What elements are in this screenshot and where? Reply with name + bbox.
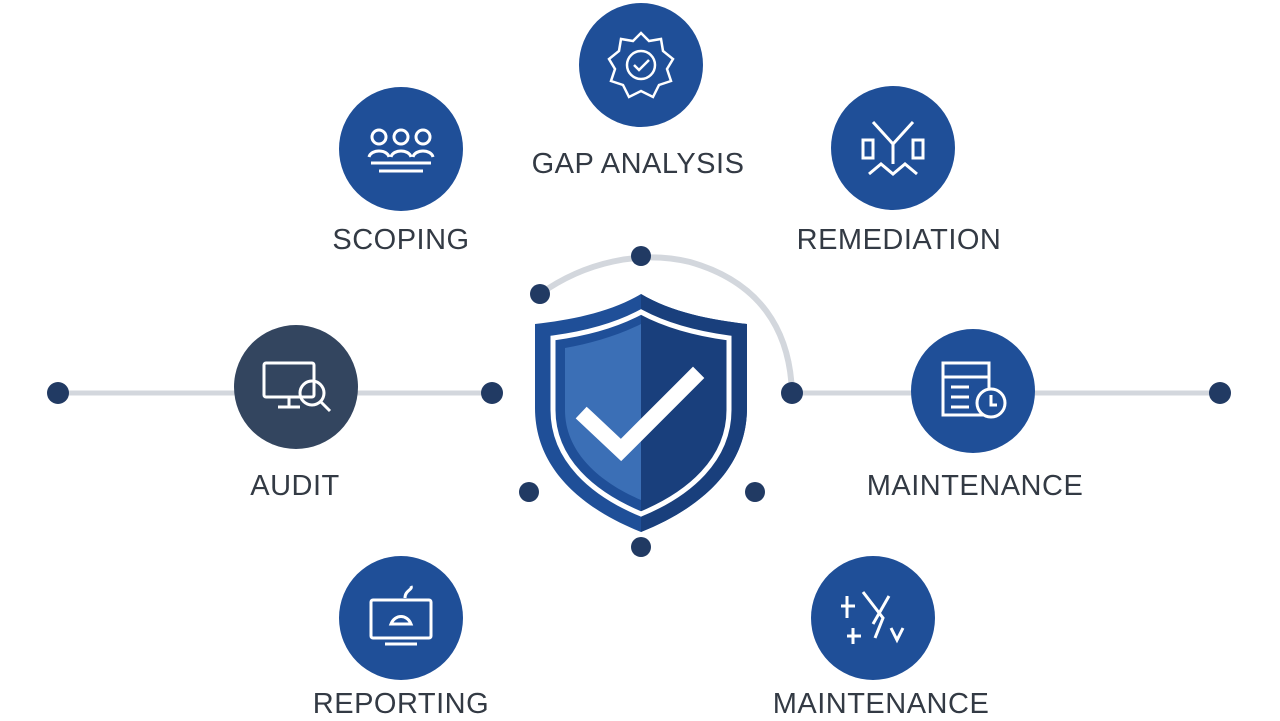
dot-lower-right [745,482,765,502]
reporting-node[interactable] [339,556,463,680]
maintenance-bottom-node[interactable] [811,556,935,680]
dot-arc-top [631,246,651,266]
badge-check-icon [607,31,675,99]
remediation-label: REMEDIATION [796,224,1002,256]
scoping-label: SCOPING [332,224,470,256]
dot-far-left [47,382,69,404]
team-icon [367,128,435,173]
maintenance-right-node[interactable] [911,329,1035,453]
gap-analysis-node[interactable] [579,3,703,127]
maintenance-right-label: MAINTENANCE [866,470,1084,502]
dot-arc-left [530,284,550,304]
workflow-icon [861,120,925,176]
monitor-report-icon [369,585,433,646]
gap-analysis-label: GAP ANALYSIS [531,148,745,180]
dot-far-right [1209,382,1231,404]
scoping-node[interactable] [339,87,463,211]
audit-node[interactable] [234,325,358,449]
checklist-clock-icon [941,361,1007,419]
audit-label: AUDIT [250,470,340,502]
dot-inner-right [781,382,803,404]
remediation-node[interactable] [831,86,955,210]
dot-inner-left [481,382,503,404]
maintenance-bottom-label: MAINTENANCE [772,688,990,720]
dot-bottom [631,537,651,557]
dot-lower-left [519,482,539,502]
reporting-label: REPORTING [312,688,490,720]
tools-icon [841,591,905,644]
shield-check-icon [535,294,747,532]
arc-connector [538,254,795,394]
monitor-magnifier-icon [262,361,332,413]
